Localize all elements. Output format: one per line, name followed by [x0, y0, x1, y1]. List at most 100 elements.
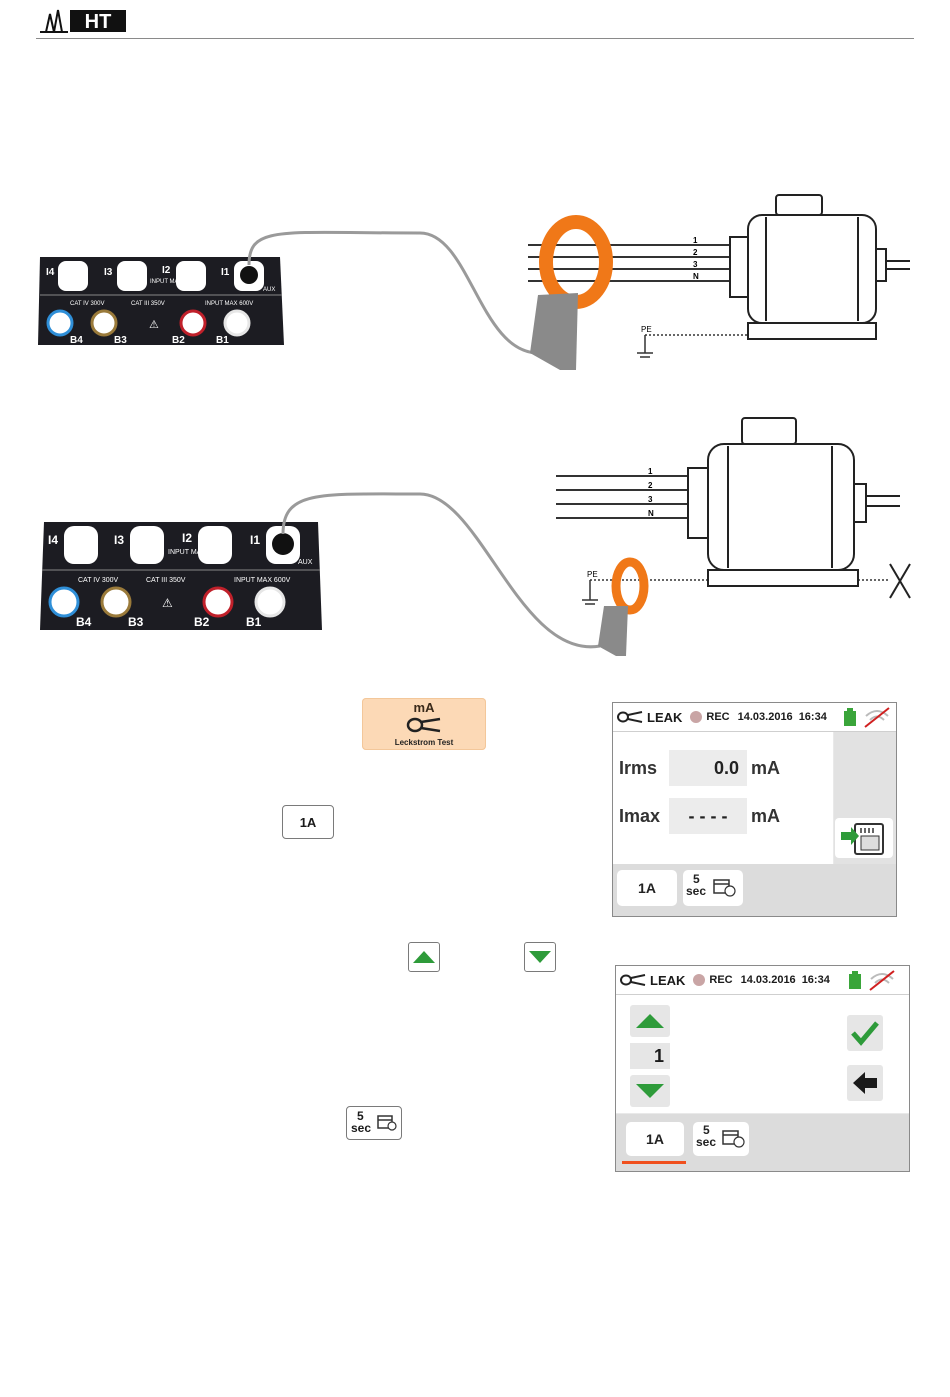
pe-label: PE — [587, 570, 598, 579]
socket-label-b2: B2 — [194, 615, 210, 629]
range-value-field: 1 — [630, 1043, 670, 1069]
measurement-area: Irms 0.0 mA Imax - - - - mA — [613, 732, 833, 864]
save-button[interactable] — [835, 818, 893, 858]
cat-iv-label: CAT IV 300V — [78, 577, 119, 584]
socket-label-b4: B4 — [76, 615, 92, 629]
socket-label-i3: I3 — [114, 533, 124, 547]
logo-text: HT — [85, 11, 112, 33]
status-bar: LEAK REC 14.03.2016 16:34 — [613, 703, 896, 732]
integration-period-button[interactable]: 5 sec — [346, 1106, 402, 1140]
connection-diagram-2: I4 I3 I2 I1 INPUT MAX 5V AUX CAT IV 300V… — [0, 410, 950, 660]
input-low-label: INPUT MAX 5V — [150, 279, 192, 285]
disconnected-mark — [889, 563, 911, 599]
integration-period-button[interactable]: 5 sec — [683, 870, 743, 906]
irms-label: Irms — [619, 758, 658, 778]
motor — [729, 194, 910, 340]
leak-measurement-screen: LEAK REC 14.03.2016 16:34 Irms 0.0 mA Im… — [612, 702, 897, 917]
socket-label-i2: I2 — [182, 531, 192, 545]
softkey-bar: 1A 5 sec — [613, 864, 896, 916]
phase-1-label: 1 — [648, 467, 653, 476]
phase-n-label: N — [693, 272, 699, 281]
clamp-handle — [530, 293, 578, 370]
rec-indicator-icon — [690, 711, 703, 723]
socket-label-i2: I2 — [162, 265, 171, 276]
warning-icon: ⚠ — [149, 319, 159, 331]
socket-label-b2: B2 — [172, 335, 185, 346]
clamp-jaw — [611, 557, 649, 615]
rec-indicator-icon — [693, 974, 706, 986]
rec-label: REC — [706, 711, 730, 723]
range-setting-screen: LEAK REC 14.03.2016 16:34 1 — [615, 965, 910, 1172]
pe-label: PE — [641, 325, 652, 334]
back-arrow-icon — [853, 1072, 877, 1094]
cat-iii-label: CAT III 350V — [146, 577, 186, 584]
sec-value: 5 — [703, 1123, 710, 1137]
battery-icon — [848, 971, 861, 989]
status-time: 16:34 — [798, 711, 827, 723]
clamp-icon — [617, 711, 643, 723]
motor — [687, 417, 900, 587]
aux-label: AUX — [298, 559, 313, 566]
phase-wires — [528, 244, 730, 282]
arrow-up-icon — [413, 951, 435, 963]
irms-value: 0.0 — [669, 750, 747, 786]
phase-3-label: 3 — [693, 260, 698, 269]
aux-label: AUX — [263, 287, 275, 293]
imax-value: - - - - — [669, 798, 747, 834]
cat-iv-label: CAT IV 300V — [70, 301, 104, 307]
leak-test-icon[interactable]: mA Leckstrom Test — [362, 698, 486, 750]
phase-1-label: 1 — [693, 236, 698, 245]
back-button[interactable] — [847, 1065, 883, 1101]
sec-value: 5 — [357, 1109, 364, 1123]
status-bar: LEAK REC 14.03.2016 16:34 — [616, 966, 909, 995]
socket-label-b3: B3 — [114, 335, 127, 346]
integration-period-button[interactable]: 5 sec — [693, 1122, 749, 1156]
socket-label-i4: I4 — [46, 267, 55, 278]
increase-button[interactable] — [630, 1005, 670, 1037]
confirm-button[interactable] — [847, 1015, 883, 1051]
warning-icon: ⚠ — [162, 596, 173, 610]
status-date: 14.03.2016 — [740, 974, 796, 986]
connection-diagram-1: I4 I3 I2 I1 INPUT MAX 5V AUX CAT IV 300V… — [0, 185, 950, 375]
clamp-icon — [620, 974, 646, 986]
range-1a-button[interactable]: 1A — [282, 805, 334, 839]
wifi-off-icon — [864, 707, 890, 728]
cat-iii-label: CAT III 350V — [131, 301, 165, 307]
phase-3-label: 3 — [648, 495, 653, 504]
sec-unit: sec — [351, 1121, 372, 1135]
rec-label: REC — [709, 974, 733, 986]
sec-unit: sec — [686, 884, 707, 898]
decrease-button[interactable] — [630, 1075, 670, 1107]
irms-unit: mA — [751, 758, 781, 778]
arrow-down-button[interactable] — [524, 942, 556, 972]
imax-label: Imax — [619, 806, 661, 826]
calendar-clock-icon — [377, 1115, 397, 1131]
leak-icon-label: Leckstrom Test — [394, 738, 454, 747]
socket-label-i1: I1 — [221, 267, 230, 278]
battery-icon — [843, 708, 856, 726]
status-time: 16:34 — [801, 974, 830, 986]
arrow-up-button[interactable] — [408, 942, 440, 972]
arrow-up-icon — [636, 1014, 664, 1028]
setting-area: 1 — [616, 995, 909, 1113]
clamp-cable — [281, 492, 601, 649]
input-high-label: INPUT MAX 600V — [205, 301, 253, 307]
input-low-label: INPUT MAX 5V — [168, 549, 217, 556]
calendar-clock-icon — [713, 879, 736, 897]
phase-n-label: N — [648, 509, 654, 518]
selected-tab-indicator — [622, 1161, 686, 1164]
mode-label: LEAK — [650, 972, 686, 988]
socket-label-b1: B1 — [216, 335, 229, 346]
phase-2-label: 2 — [693, 248, 698, 257]
range-1a-button[interactable]: 1A — [626, 1122, 684, 1156]
phase-wires — [556, 475, 690, 519]
socket-label-i3: I3 — [104, 267, 113, 278]
socket-label-b4: B4 — [70, 335, 83, 346]
check-icon — [851, 1021, 879, 1046]
input-high-label: INPUT MAX 600V — [234, 577, 291, 584]
current-sockets — [58, 261, 264, 291]
range-1a-button[interactable]: 1A — [617, 870, 677, 906]
mode-label: LEAK — [647, 709, 683, 725]
socket-label-i4: I4 — [48, 533, 58, 547]
clamp-handle — [598, 606, 628, 656]
